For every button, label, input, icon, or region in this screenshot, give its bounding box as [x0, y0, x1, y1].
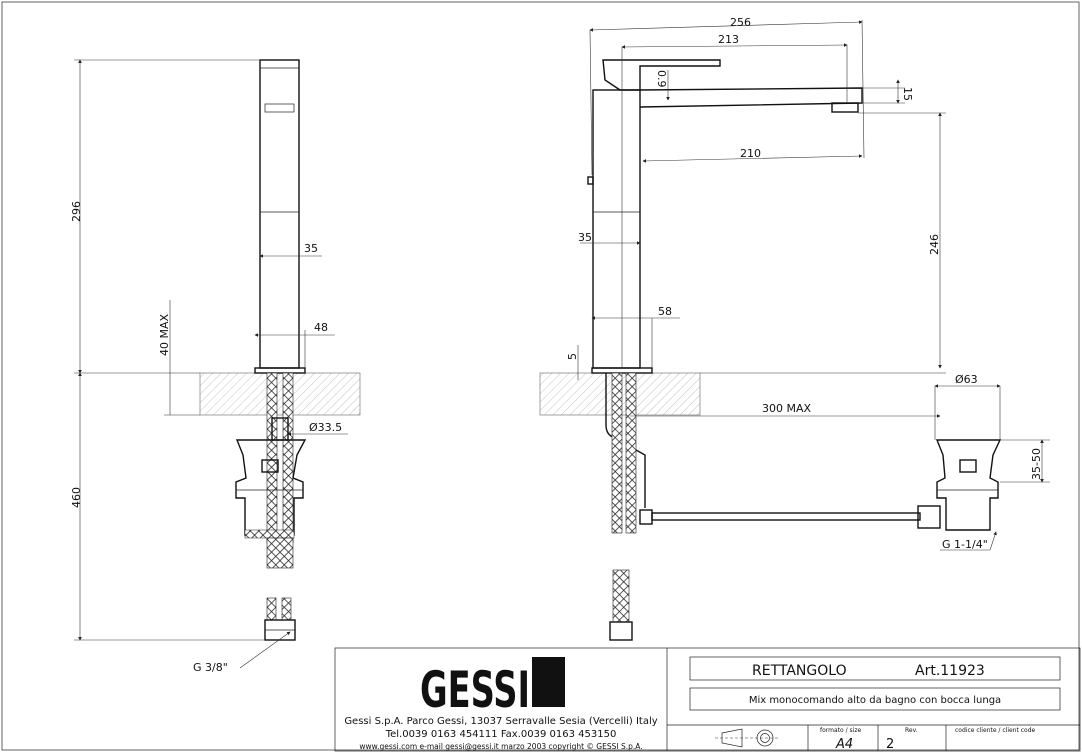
- dim-overall-length: 256: [730, 16, 751, 29]
- hose-right: [282, 372, 294, 544]
- dim-handle-to-outlet: 213: [718, 33, 739, 46]
- title-box: [689, 656, 1061, 681]
- dim-left-height: 296: [70, 201, 83, 222]
- dim-right-base-width: 58: [658, 305, 672, 318]
- side-view: [539, 19, 1050, 641]
- company-phone: Tel.0039 0163 454111 Fax.0039 0163 45315…: [385, 729, 617, 740]
- drain-assembly-side: [935, 439, 1002, 531]
- dim-drain-range: 35-50: [1030, 448, 1043, 480]
- gessi-logo: GESSI: [420, 657, 565, 719]
- dim-spout-thickness: 15: [901, 87, 914, 101]
- dim-left-pipe-dia: Ø33.5: [309, 421, 342, 434]
- projection-symbol-icon: [715, 728, 780, 748]
- dim-drain-dia: Ø63: [955, 373, 978, 386]
- dim-base-plate: 5: [566, 353, 579, 360]
- dim-outlet-height: 246: [928, 234, 941, 255]
- description-box: [689, 687, 1061, 711]
- dim-left-max: 40 MAX: [158, 313, 171, 356]
- client-code-label: codice cliente / client code: [955, 727, 1036, 734]
- product-name: RETTANGOLO: [752, 663, 847, 679]
- svg-text:GESSI: GESSI: [420, 661, 530, 719]
- dim-right-body-width: 35: [578, 231, 592, 244]
- title-block: GESSI: [334, 647, 1081, 752]
- rev-value: 2: [886, 737, 894, 752]
- article-number: Art.11923: [915, 663, 985, 679]
- dim-left-hose-thread: G 3/8": [193, 661, 228, 674]
- format-label: formato / size: [820, 727, 861, 734]
- company-address: Gessi S.p.A. Parco Gessi, 13037 Serraval…: [344, 716, 657, 727]
- hose-left: [266, 372, 278, 544]
- handle-lever-side: [602, 59, 721, 91]
- dim-handle-angle: 0.9: [655, 70, 668, 88]
- dim-spout-reach: 210: [740, 147, 761, 160]
- faucet-body-side: [592, 89, 641, 369]
- company-web: www.gessi.com e-mail gessi@gessi.it marz…: [359, 742, 642, 751]
- front-view: [74, 59, 361, 669]
- base-plate-side: [591, 367, 653, 374]
- handle-lever-front: [264, 103, 295, 113]
- countertop-section-left: [199, 372, 361, 416]
- product-description: Mix monocomando alto da bagno con bocca …: [749, 695, 1001, 706]
- pop-up-rod: [651, 512, 921, 521]
- base-plate-front: [254, 367, 306, 374]
- dim-left-base-width: 48: [314, 321, 328, 334]
- aerator: [831, 102, 859, 113]
- rev-label: Rev.: [905, 727, 918, 734]
- spout: [639, 87, 863, 108]
- dim-left-body-width: 35: [304, 242, 318, 255]
- dim-left-total: 460: [70, 487, 83, 508]
- dim-rod-max: 300 MAX: [762, 402, 812, 415]
- dim-drain-thread: G 1-1/4": [942, 538, 988, 551]
- faucet-body-front: [259, 59, 300, 369]
- format-value: A4: [835, 737, 853, 752]
